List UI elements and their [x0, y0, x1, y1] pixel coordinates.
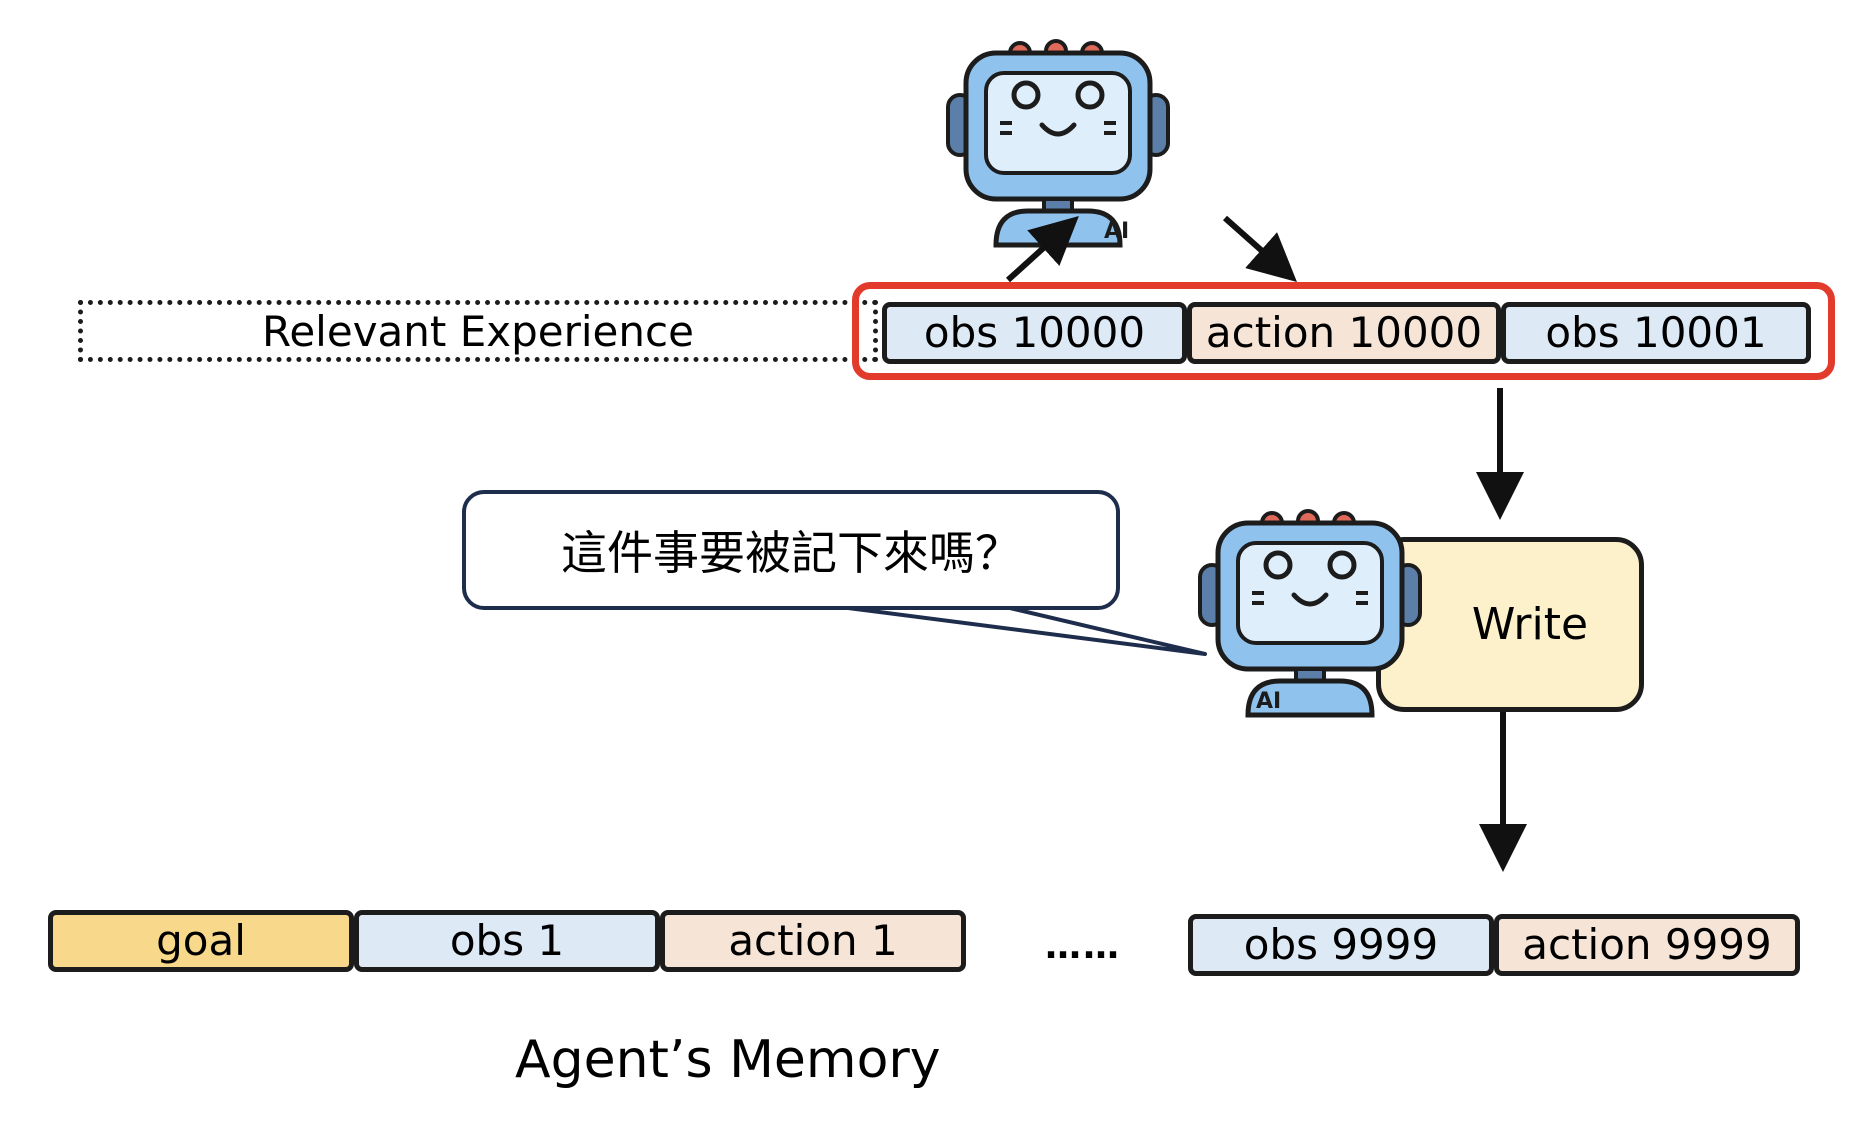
memory-goal-label: goal — [156, 916, 246, 965]
obs-10000-label: obs 10000 — [923, 308, 1146, 357]
speech-bubble-text: 這件事要被記下來嗎？ — [561, 526, 1021, 580]
action-10000-cell: action 10000 — [1187, 302, 1501, 364]
robot-badge-top: AI — [1104, 219, 1130, 244]
robot-badge-middle: AI — [1256, 689, 1282, 714]
obs-10000-cell: obs 10000 — [882, 302, 1187, 364]
memory-goal-cell: goal — [48, 910, 354, 972]
arrow-to-robot — [1005, 215, 1079, 283]
relevant-experience-label: Relevant Experience — [262, 306, 694, 356]
memory-obs-9999-cell: obs 9999 — [1188, 914, 1494, 976]
memory-obs-9999-label: obs 9999 — [1243, 920, 1439, 969]
write-label: Write — [1471, 599, 1589, 650]
memory-action-9999-cell: action 9999 — [1494, 914, 1800, 976]
relevant-experience-box: Relevant Experience — [78, 300, 878, 362]
retrieved-highlight — [852, 282, 1835, 380]
write-box: Write — [1376, 537, 1644, 712]
memory-action-9999-label: action 9999 — [1522, 920, 1772, 969]
speech-bubble: 這件事要被記下來嗎？ — [462, 490, 1120, 610]
obs-10001-cell: obs 10001 — [1501, 302, 1811, 364]
memory-obs-1-cell: obs 1 — [354, 910, 660, 972]
action-10000-label: action 10000 — [1205, 308, 1483, 357]
memory-action-1-cell: action 1 — [660, 910, 966, 972]
memory-obs-1-label: obs 1 — [449, 916, 565, 965]
memory-caption: Agent’s Memory — [515, 1030, 941, 1090]
memory-action-1-label: action 1 — [728, 916, 898, 965]
obs-10001-label: obs 10001 — [1545, 308, 1767, 357]
speech-bubble-tail — [846, 606, 1207, 656]
arrow-from-robot — [1223, 215, 1297, 282]
memory-ellipsis: …… — [1045, 926, 1121, 967]
